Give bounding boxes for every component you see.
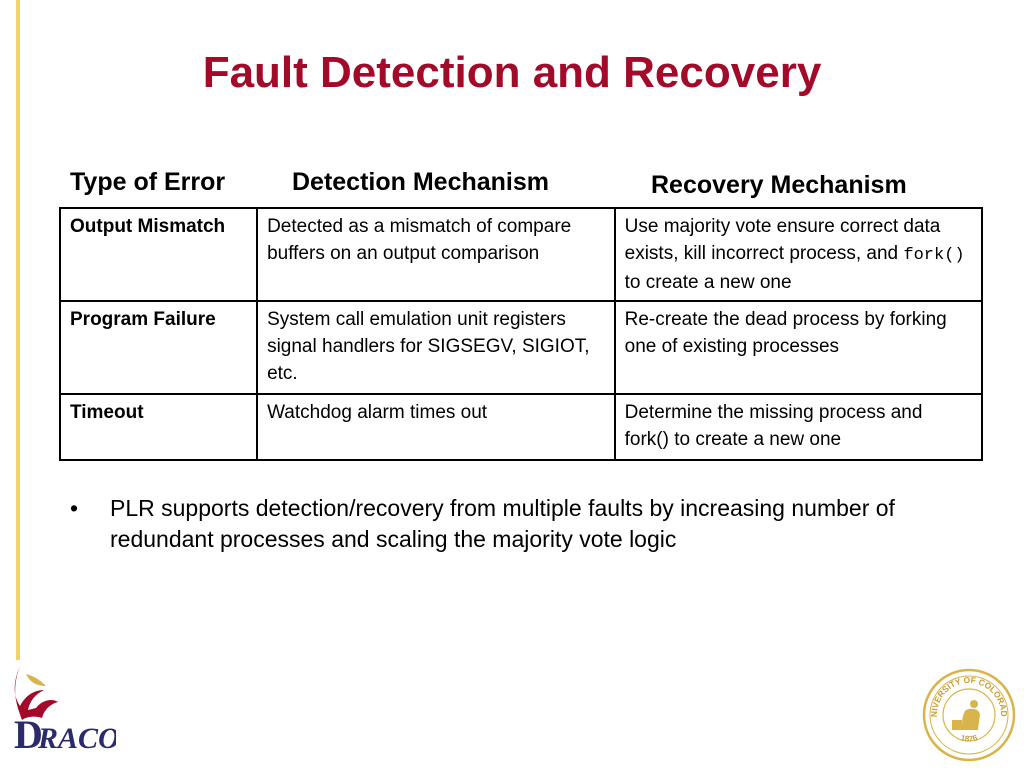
recovery-cell: Re-create the dead process by forking on…	[613, 300, 984, 395]
bullet-marker: •	[70, 495, 79, 521]
slide-title: Fault Detection and Recovery	[202, 48, 822, 97]
dragon-icon	[14, 666, 59, 720]
draco-logo: D RACO	[14, 666, 116, 757]
column-header-type: Type of Error	[70, 168, 226, 196]
university-seal: UNIVERSITY OF COLORADO 1876	[922, 668, 1016, 762]
detection-cell: Watchdog alarm times out	[256, 393, 616, 461]
column-header-recovery: Recovery Mechanism	[651, 171, 907, 199]
recovery-cell: Determine the missing process and fork()…	[613, 393, 984, 461]
error-type-cell: Timeout	[58, 393, 259, 461]
detection-cell: Detected as a mismatch of compare buffer…	[256, 207, 616, 302]
column-header-detection: Detection Mechanism	[292, 168, 550, 196]
recovery-text: Use majority vote ensure correct data ex…	[624, 216, 941, 264]
table-row: Output Mismatch Detected as a mismatch o…	[58, 207, 984, 302]
error-type-cell: Program Failure	[58, 300, 259, 395]
draco-logo-d: D	[14, 712, 43, 757]
bullet-item: PLR supports detection/recovery from mul…	[110, 495, 895, 552]
recovery-text-end: to create a new one	[624, 272, 792, 293]
error-type-cell: Output Mismatch	[58, 207, 259, 302]
fault-table: Output Mismatch Detected as a mismatch o…	[58, 207, 984, 461]
seal-text-top: UNIVERSITY OF COLORADO	[922, 668, 1009, 717]
left-accent-bar	[16, 0, 20, 660]
table-row: Program Failure System call emulation un…	[58, 300, 984, 395]
recovery-cell: Use majority vote ensure correct data ex…	[613, 207, 984, 302]
draco-logo-text: RACO	[37, 722, 116, 755]
fork-code: fork()	[903, 246, 965, 265]
detection-cell: System call emulation unit registers sig…	[256, 300, 616, 395]
seal-text-bottom: 1876	[960, 733, 979, 743]
seal-figure-icon	[952, 700, 980, 730]
bullet-list: • PLR supports detection/recovery from m…	[70, 493, 970, 555]
table-row: Timeout Watchdog alarm times out Determi…	[58, 393, 984, 461]
